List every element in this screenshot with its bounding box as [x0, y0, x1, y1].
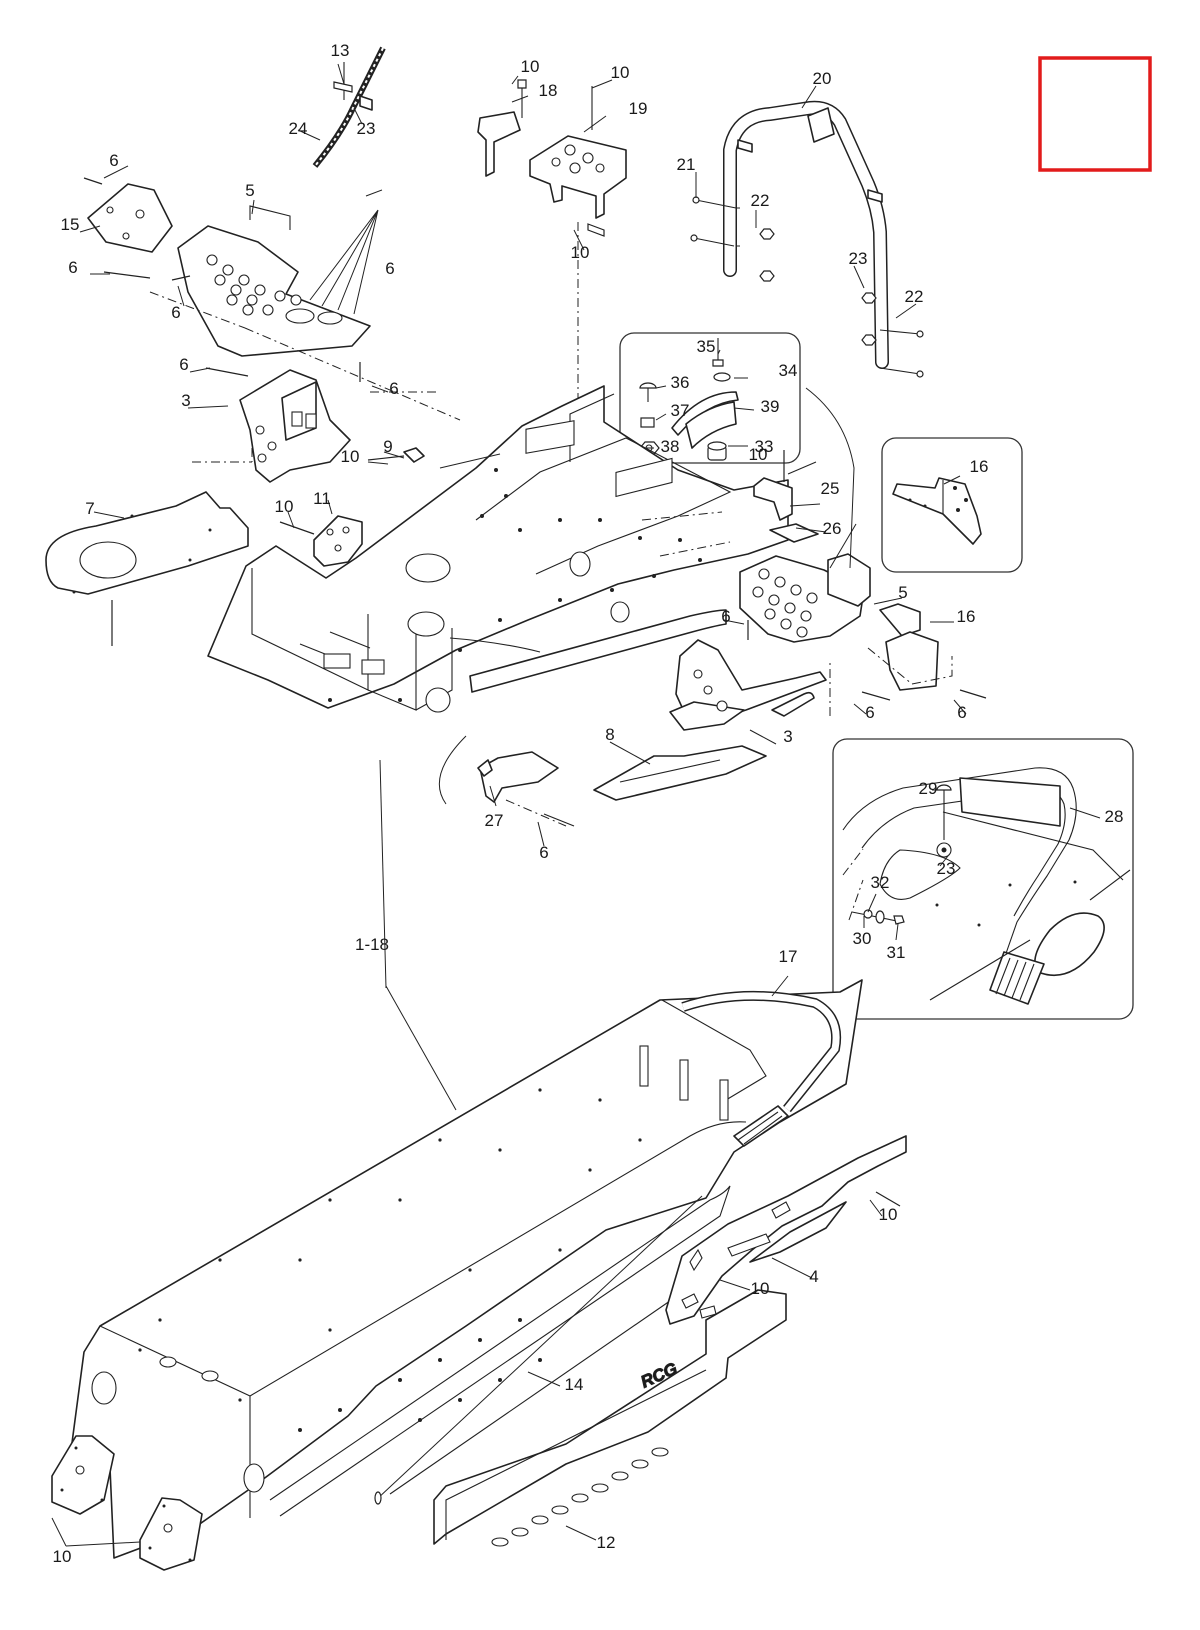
part-number-label: 10 [611, 63, 630, 82]
tunnel-assembly [69, 979, 863, 1559]
footrest-right-5 [739, 553, 987, 716]
part-number-label: 10 [521, 57, 540, 76]
part-number-label: 21 [677, 155, 696, 174]
plate-8 [593, 745, 767, 801]
part-number-label: 6 [957, 703, 966, 722]
bracket-20 [529, 86, 627, 480]
part-number-label: 15 [61, 215, 80, 234]
plates-11 [51, 1435, 203, 1571]
part-number-label: 38 [661, 437, 680, 456]
part-number-label: 6 [68, 258, 77, 277]
part-number-label: 22 [905, 287, 924, 306]
part-number-label: 33 [755, 437, 774, 456]
part-number-label: 10 [879, 1205, 898, 1224]
plate-7 [45, 491, 249, 646]
part-number-label: 6 [171, 303, 180, 322]
part-number-label: 16 [970, 457, 989, 476]
part-number-label: 10 [751, 1279, 770, 1298]
part-number-label: 10 [749, 445, 768, 464]
part-number-label: 1-18 [355, 935, 389, 954]
part-number-label: 19 [629, 99, 648, 118]
part-number-label: 31 [887, 943, 906, 962]
bracket-28 [477, 751, 575, 827]
part-number-label: 23 [357, 119, 376, 138]
part-number-label: 17 [779, 947, 798, 966]
part-number-label: 10 [571, 243, 590, 262]
part-number-label: 36 [671, 373, 690, 392]
bracket-26-27 [753, 450, 819, 543]
part-number-label: 10 [341, 447, 360, 466]
part-number-label: 29 [919, 779, 938, 798]
cable-assembly [312, 46, 386, 168]
side-panel-13: RCG [433, 1289, 787, 1547]
bracket-3-upper [192, 362, 361, 483]
part-number-label: 18 [539, 81, 558, 100]
part-number-label: 5 [898, 583, 907, 602]
part-number-label: 11 [313, 489, 331, 508]
main-frame [207, 385, 789, 989]
bracket-4 [665, 1135, 907, 1325]
part-number-label: 6 [109, 151, 118, 170]
part-number-label: 6 [179, 355, 188, 374]
part-number-label: 6 [385, 259, 394, 278]
leader-lines [51, 63, 1101, 1547]
part-number-label: 32 [871, 873, 890, 892]
part-number-label: 27 [485, 811, 504, 830]
bracket-19 [477, 79, 527, 177]
roll-bar-21 [690, 100, 924, 378]
part-number-label: 30 [853, 929, 872, 948]
rail-15 [375, 1195, 703, 1501]
frame-marker [1038, 56, 1152, 172]
part-number-label: 6 [539, 843, 548, 862]
part-number-label: 26 [823, 519, 842, 538]
bracket-detail-inset [881, 437, 1023, 573]
footrest-left-5 [83, 177, 461, 421]
part-number-label: 6 [721, 607, 730, 626]
part-number-label: 10 [53, 1547, 72, 1566]
part-number-label: 9 [383, 437, 392, 456]
part-number-label: 23 [849, 249, 868, 268]
part-number-label: 6 [865, 703, 874, 722]
part-number-label: 8 [605, 725, 614, 744]
part-number-label: 6 [389, 379, 398, 398]
part-number-label: 13 [331, 41, 350, 60]
part-number-label: 3 [181, 391, 190, 410]
part-number-label: 25 [821, 479, 840, 498]
hardware-detail-inset [619, 332, 801, 464]
grab-handle-detail-inset [832, 738, 1134, 1020]
part-number-label: 4 [809, 1267, 818, 1286]
clip-9 [367, 447, 425, 463]
bracket-3-lower [669, 639, 827, 731]
part-number-label: 24 [289, 119, 308, 138]
part-number-label: 10 [275, 497, 294, 516]
part-number-label: 20 [813, 69, 832, 88]
part-number-label: 39 [761, 397, 780, 416]
part-number-label: 22 [751, 191, 770, 210]
part-number-label: 35 [697, 337, 716, 356]
part-number-label: 28 [1105, 807, 1124, 826]
part-number-label: 34 [779, 361, 798, 380]
part-number-label: 23 [937, 859, 956, 878]
part-number-label: 12 [597, 1533, 616, 1552]
part-number-label: 37 [671, 401, 690, 420]
part-number-label: 7 [85, 499, 94, 518]
part-number-label: 16 [957, 607, 976, 626]
part-number-label: 5 [245, 181, 254, 200]
part-number-label: 3 [783, 727, 792, 746]
part-number-label: 14 [565, 1375, 584, 1394]
bracket-12 [279, 515, 363, 567]
